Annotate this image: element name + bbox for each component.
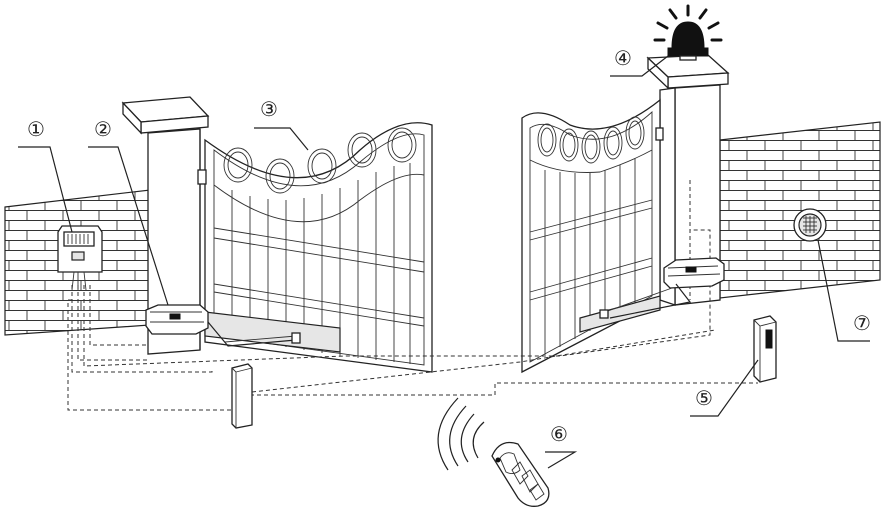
callout-5: ⑤ [695, 386, 713, 410]
callout-4: ④ [614, 46, 632, 70]
callout-1: ① [27, 117, 45, 141]
right-gate-leaf [522, 100, 663, 372]
left-gate-leaf [198, 123, 432, 372]
callout-6: ⑥ [550, 422, 568, 446]
photocell-right [754, 316, 776, 382]
signal-waves-icon [438, 398, 484, 470]
right-brick-wall [720, 122, 880, 298]
keypad [794, 209, 826, 241]
remote-control [492, 443, 549, 507]
warning-lamp [655, 6, 721, 60]
callout-2: ② [94, 117, 112, 141]
callout-3: ③ [260, 97, 278, 121]
callout-7: ⑦ [853, 311, 871, 335]
photocell-left [232, 364, 252, 428]
